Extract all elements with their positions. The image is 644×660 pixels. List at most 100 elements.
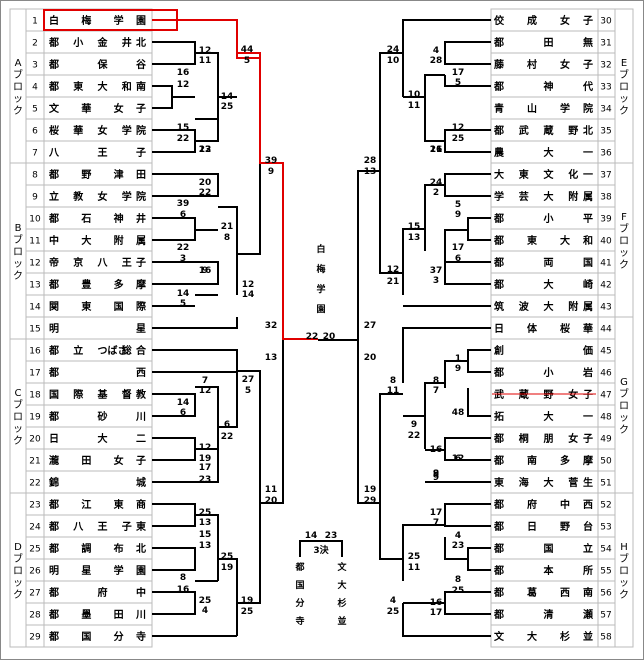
team-number: 3 [32,61,38,71]
team-name: 白梅学園 [49,14,146,27]
team-name-char: 多 [560,454,570,467]
bracket-line [467,349,491,373]
team-name-char: 桐 [519,432,529,445]
score-value: 14 [177,398,190,408]
bracket-line [152,547,196,571]
team-name-char: 子 [583,433,593,445]
bracket-line [260,339,284,504]
svg-text:ッ: ッ [13,94,23,105]
team-number: 32 [600,61,611,71]
bracket-line [152,173,219,197]
score-value: 25 [452,134,465,144]
team-name: 都清瀬 [493,608,593,621]
team-number: 45 [600,347,611,357]
bracket-line [424,74,445,142]
team-number: 17 [29,369,40,379]
score-value: 25 [199,596,212,606]
score-value: 13 [199,541,212,551]
team-name-char: 神 [114,212,124,225]
team-name-char: 女 [560,58,570,71]
team-name: 帝京八王子 [49,256,146,269]
team-name: 都野津田 [48,168,146,181]
team-name: 都日野台 [493,520,593,533]
team-name: 都立つばさ総合 [48,344,147,357]
team-name: 錦城 [48,476,146,489]
team-name-char: 石 [80,213,91,225]
team-name-char: 都 [48,586,59,599]
score-value: 2 [433,188,439,198]
team-number: 48 [600,413,612,423]
team-name-char: 川 [135,609,146,621]
score-value: 11 [265,485,278,495]
bracket-line [152,349,238,373]
team-name: 藤村女子 [494,58,593,71]
svg-text:ッ: ッ [13,259,23,270]
team-number: 26 [29,567,41,577]
svg-text:A: A [15,58,22,69]
third-score-left: 14 [305,531,318,541]
team-number: 37 [600,171,611,181]
team-name-char: 王 [98,521,108,533]
score-value: 9 [455,364,461,374]
team-name-char: 津 [114,168,124,181]
score-value: 22 [177,243,190,253]
score-value: 16 [177,68,190,78]
team-name-char: 院 [136,124,146,137]
bracket-line [152,591,196,615]
team-name-char: 創 [493,344,504,357]
bracket-line [379,52,403,164]
svg-text:B: B [15,223,22,234]
team-name-char: 都 [493,586,504,599]
team-name: 都八王子東 [48,520,146,533]
team-name-char: 白 [49,14,59,27]
team-name-char: 川 [135,411,146,423]
team-name-char: 八 [97,257,109,269]
score-value: 25 [452,586,465,596]
team-name-char: 八 [48,147,60,159]
team-name-char: 子 [583,389,593,401]
team-name-char: 星 [81,565,91,577]
score-value: 39 [265,156,278,166]
score-value: 7 [433,518,439,528]
team-name-char: 園 [136,565,146,577]
svg-text:D: D [14,542,22,553]
score-value: 11 [199,56,212,66]
team-name: 佼成女子 [493,14,593,27]
svg-text:ロ: ロ [13,247,23,258]
team-name-char: 並 [583,630,593,643]
score-value: 16 [199,266,212,276]
bracket-line [467,547,491,571]
svg-text:ク: ク [13,105,23,117]
team-name-char: 大 [98,80,108,93]
score-value: 22 [221,432,234,442]
team-number: 28 [29,611,41,621]
team-name-char: 北 [136,542,146,555]
team-number: 7 [32,149,38,159]
team-name-char: 西 [136,367,146,379]
bracket-line [379,493,403,560]
team-name-char: 筑 [494,300,504,313]
team-name-char: 杉 [560,630,570,643]
team-name: 都国立 [493,542,593,555]
bracket-line [152,393,196,417]
score-value: 9 [455,210,461,220]
team-number: 25 [29,545,40,555]
team-name-char: 桜 [49,124,59,137]
score-value: 5 [455,200,461,210]
score-value: 14 [242,290,255,300]
team-name-char: 大 [98,432,108,445]
team-name-char: 分 [114,630,124,643]
score-value: 4 [202,606,208,616]
svg-text:ッ: ッ [619,94,629,105]
score-value: 28 [364,156,377,166]
team-name: 明星学園 [49,564,146,577]
team-name-char: 星 [136,323,146,335]
team-number: 55 [600,567,611,577]
team-name-char: 田 [81,455,91,467]
team-name-char: 崎 [583,278,593,291]
team-number: 23 [29,501,40,511]
